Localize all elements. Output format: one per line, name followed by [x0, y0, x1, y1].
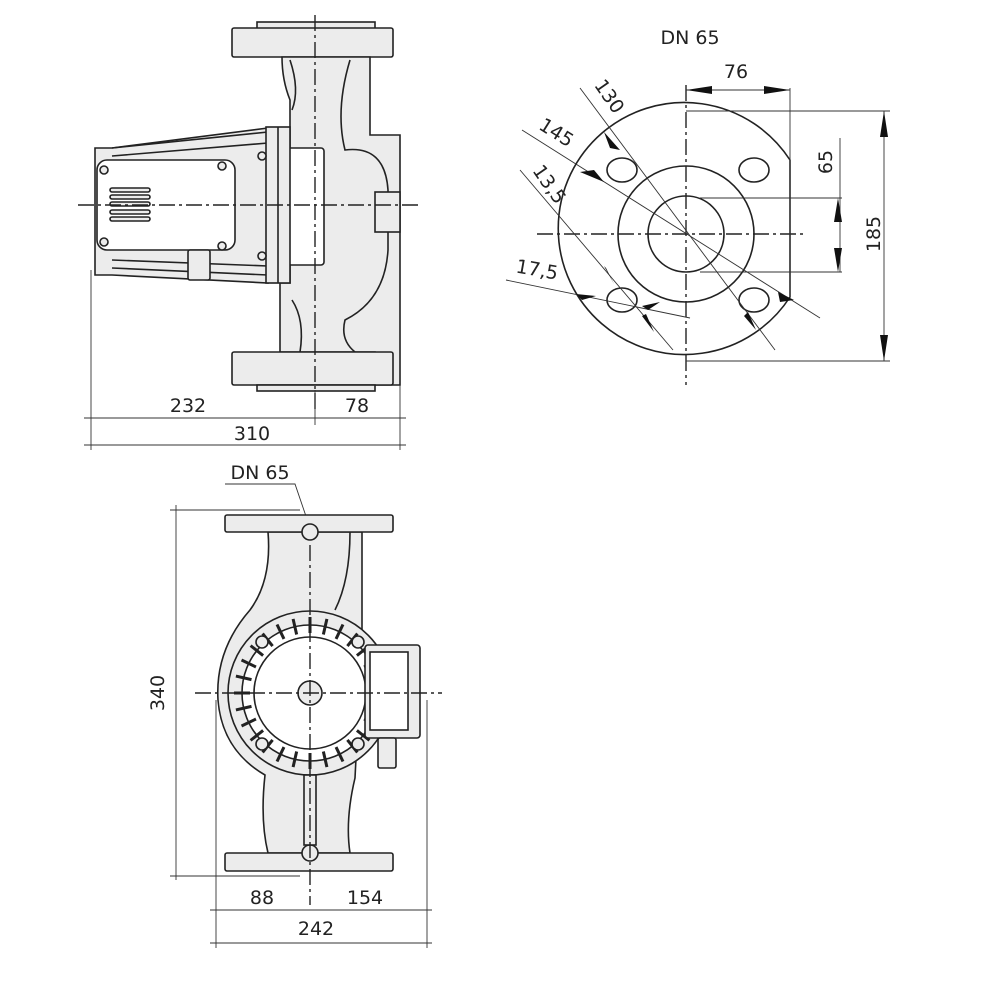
dim-total-length: 310 — [234, 423, 270, 445]
dim-half-width: 76 — [724, 61, 748, 83]
connection-label: DN 65 — [230, 462, 289, 484]
dim-left: 88 — [250, 887, 274, 909]
bolt-hole — [606, 157, 770, 313]
dim-hole-small: 13,5 — [528, 161, 570, 208]
dim-flange-diameter: 185 — [863, 216, 885, 252]
dim-motor-length: 232 — [170, 395, 206, 417]
dim-pipe-offset: 78 — [345, 395, 369, 417]
motor-rib — [334, 746, 345, 763]
front-view: DN 65 340 88 154 242 — [147, 462, 442, 948]
dim-flange-circle: 145 — [535, 114, 577, 152]
motor-rib — [249, 729, 265, 742]
cable-gland-icon — [377, 737, 397, 769]
motor-rib — [291, 751, 299, 768]
motor-rib — [321, 618, 329, 635]
dim-hole-large: 17,5 — [514, 256, 559, 285]
flange-title: DN 65 — [660, 27, 719, 49]
motor-rib — [240, 658, 257, 669]
cable-gland-icon — [187, 249, 211, 281]
motor-rib — [249, 644, 265, 657]
dim-bolt-circle: 130 — [590, 75, 629, 117]
motor-rib — [235, 674, 252, 682]
motor-rib — [235, 704, 252, 712]
motor-rib — [321, 751, 329, 768]
dim-total-width: 242 — [298, 918, 334, 940]
motor-rib — [275, 623, 286, 640]
dim-hole-spacing: 65 — [815, 150, 837, 174]
side-view: 232 78 310 — [78, 15, 422, 450]
motor-rib — [240, 717, 257, 728]
dim-height: 340 — [147, 675, 169, 711]
dim-right: 154 — [347, 887, 383, 909]
motor-rib — [275, 746, 286, 763]
motor-rib — [291, 618, 299, 635]
flange-view: DN 65 76 185 — [505, 27, 890, 385]
motor-rib — [334, 623, 345, 640]
